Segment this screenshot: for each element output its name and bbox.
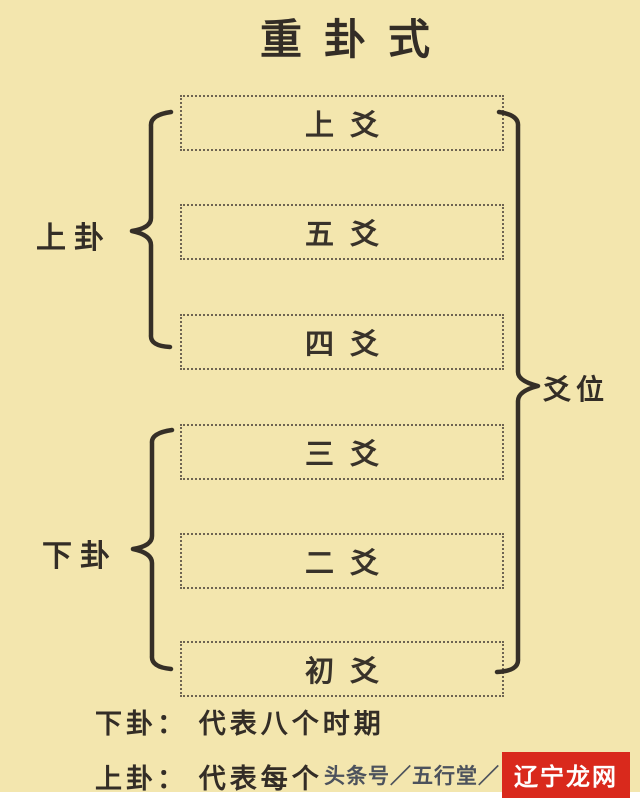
line-label-fifth: 五爻 (304, 219, 395, 251)
line-position-label: 爻位 (543, 375, 610, 406)
line-label-initial: 初爻 (304, 656, 395, 688)
line-label-top: 上爻 (304, 110, 395, 142)
line-label-fourth: 四爻 (304, 329, 395, 361)
line-box-second: 二爻 (180, 533, 504, 589)
line-label-third: 三爻 (304, 439, 395, 471)
watermark-badge: 辽宁龙网 (502, 752, 630, 798)
lower-trigram-label: 下卦 (42, 540, 118, 573)
line-box-fourth: 四爻 (180, 314, 504, 370)
footer-note-lower-trigram: 下卦： 代表八个时期 (95, 709, 385, 739)
line-box-fifth: 五爻 (180, 204, 504, 260)
upper-trigram-brace (129, 109, 174, 350)
line-label-second: 二爻 (304, 548, 395, 580)
line-box-initial: 初爻 (180, 641, 504, 697)
upper-trigram-label: 上卦 (36, 222, 112, 255)
line-box-third: 三爻 (180, 424, 504, 480)
watermark-text: 头条号／五行堂／ (324, 764, 500, 788)
lower-trigram-brace (130, 427, 175, 672)
watermark: 头条号／五行堂／ 辽宁龙网 (324, 752, 630, 798)
footer-note-upper-trigram: 上卦： 代表每个 (95, 764, 323, 794)
bottom-white-strip (0, 792, 640, 803)
diagram-title: 重卦式 (259, 18, 452, 64)
line-box-top: 上爻 (180, 95, 504, 151)
